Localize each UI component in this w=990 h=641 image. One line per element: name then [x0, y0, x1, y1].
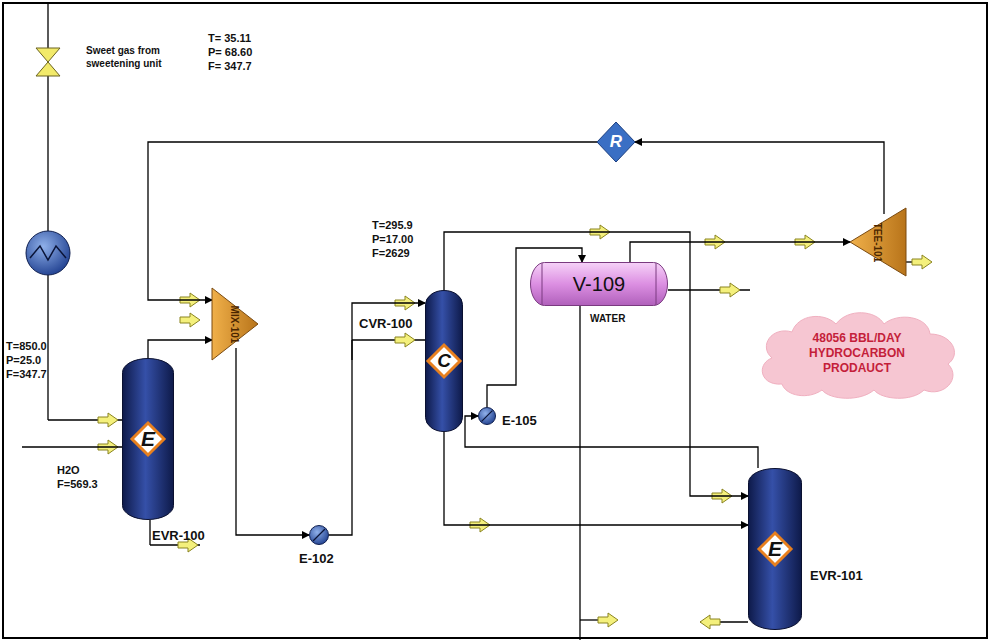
unit-symbol: C [437, 350, 451, 372]
vessel-diamond [428, 345, 460, 377]
unit-symbol: MIX-101 [229, 305, 240, 343]
product-cloud: 48056 BBL/DAY HYDROCARBON PRODAUCT [752, 306, 962, 401]
process-stream [329, 303, 425, 535]
stream-arrows [98, 225, 932, 629]
cloud-shape [762, 313, 954, 399]
stream-name: WATER [590, 312, 625, 326]
process-stream [635, 142, 884, 214]
unit-symbol: V-109 [573, 273, 625, 296]
recycle-block: R [597, 122, 635, 162]
stream-condition: P=17.00 [372, 232, 413, 246]
process-stream [444, 432, 748, 525]
process-stream [630, 242, 850, 262]
reactor-vessel: EEVR-100 [122, 358, 174, 520]
unit-symbol: E [768, 537, 782, 561]
stream-condition: H2O [57, 463, 80, 477]
heater: E-102 [309, 525, 329, 545]
unit-symbol: E [141, 427, 155, 451]
tee-splitter: TEE-101 [850, 208, 906, 276]
unit-symbol: 48056 BBL/DAY HYDROCARBON PRODAUCT [792, 331, 922, 376]
unit-name: CVR-100 [359, 316, 412, 331]
unit-symbol: R [610, 132, 622, 152]
stream-condition: F= 347.7 [208, 59, 252, 73]
equilibrium-reactor: EEVR-101 [748, 468, 802, 630]
unit-name: E-102 [299, 551, 334, 566]
stream-condition: T= 35.11 [208, 31, 251, 45]
vessel-body [426, 291, 463, 432]
unit-name: E-105 [502, 413, 537, 428]
stream-condition: F=569.3 [57, 477, 98, 491]
water-feed-line [22, 446, 122, 447]
process-lines [48, 4, 920, 640]
vessel-body [749, 469, 802, 630]
cooler: E-105 [478, 407, 496, 425]
stream-condition: T=295.9 [372, 218, 413, 232]
drum-seam [656, 263, 657, 305]
stream-condition: F=2629 [372, 246, 410, 260]
process-stream [444, 232, 748, 496]
heater-outline [309, 525, 329, 545]
drum-seam [542, 263, 543, 305]
vessel-diamond [759, 533, 791, 565]
cooler-outline [478, 407, 496, 425]
vessel-body [123, 359, 174, 520]
stream-condition: P= 68.60 [208, 45, 252, 59]
unit-symbol: TEE-101 [873, 222, 884, 261]
stream-condition: P=25.0 [6, 353, 41, 367]
unit-name: EVR-101 [810, 568, 863, 583]
stream-condition: F=347.7 [6, 367, 47, 381]
stream-condition: T=850.0 [6, 339, 47, 353]
frame [3, 3, 987, 638]
process-stream [148, 142, 597, 300]
mixer-shape [212, 288, 258, 360]
tee-shape [850, 208, 906, 276]
process-stream [236, 348, 309, 535]
mixer: MIX-101 [212, 288, 258, 360]
source-note: Sweet gas from sweetening unit [86, 44, 196, 70]
process-stream [148, 340, 212, 358]
heater-symbol [26, 231, 70, 275]
unit-name: EVR-100 [152, 528, 205, 543]
vessel-diamond [132, 423, 164, 455]
conversion-reactor: CCVR-100 [425, 290, 463, 432]
exchanger-ball [479, 408, 496, 425]
separator-drum: V-109 [530, 262, 668, 306]
exchanger-arrow [313, 529, 325, 541]
diamond-shape [597, 122, 635, 162]
valve [36, 48, 60, 76]
exchanger-ball [310, 526, 329, 545]
drum-body [531, 263, 668, 306]
exchanger-arrow [482, 411, 493, 422]
